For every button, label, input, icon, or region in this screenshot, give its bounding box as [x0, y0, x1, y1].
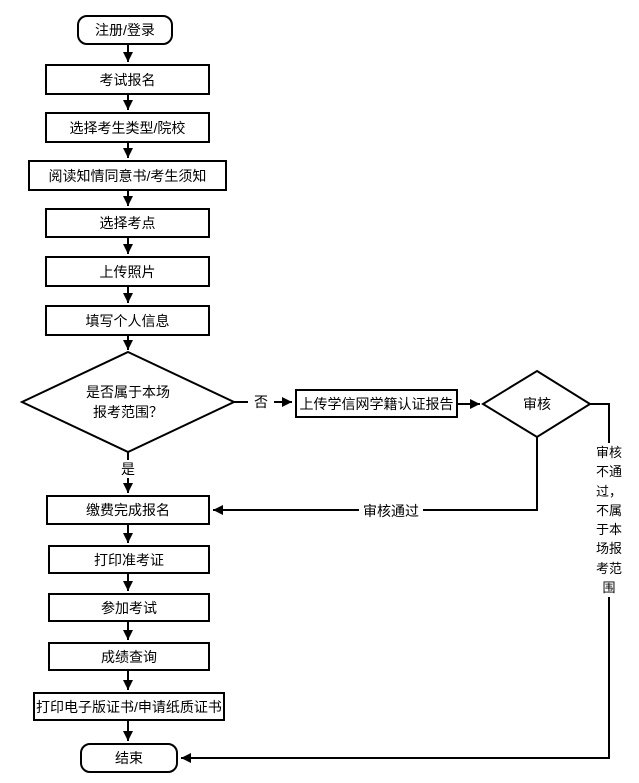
node-take-exam: 参加考试	[48, 593, 210, 622]
decision-scope-shape	[19, 350, 237, 454]
node-score-query: 成绩查询	[48, 642, 210, 671]
edge-label-yes: 是	[115, 460, 141, 478]
node-read-notice: 阅读知情同意书/考生须知	[28, 160, 227, 191]
node-select-candidate-type: 选择考生类型/院校	[45, 112, 210, 143]
decision-review-label: 审核	[523, 396, 551, 412]
node-start: 注册/登录	[77, 15, 173, 45]
decision-review-shape	[481, 369, 592, 439]
edge-review-fail-end	[181, 403, 610, 763]
node-end: 结束	[80, 743, 178, 773]
node-select-exam-site: 选择考点	[45, 208, 210, 238]
node-pay-complete-registration: 缴费完成报名	[46, 495, 210, 525]
node-print-certificate: 打印电子版证书/申请纸质证书	[33, 692, 225, 721]
edge-label-review-pass: 审核通过	[359, 501, 423, 520]
edge-review-pass-pay	[213, 437, 538, 515]
decision-scope-label: 是否属于本场 报考范围？	[86, 384, 170, 420]
node-print-admission-ticket: 打印准考证	[48, 545, 210, 574]
node-exam-registration: 考试报名	[45, 64, 210, 95]
node-upload-photo: 上传照片	[45, 256, 210, 287]
edge-label-review-fail: 审核不通过，不属于本场报考范围	[595, 443, 623, 598]
edge-label-no: 否	[248, 393, 274, 411]
node-fill-personal-info: 填写个人信息	[45, 305, 210, 336]
node-upload-chsi-report: 上传学信网学籍认证报告	[295, 389, 458, 418]
